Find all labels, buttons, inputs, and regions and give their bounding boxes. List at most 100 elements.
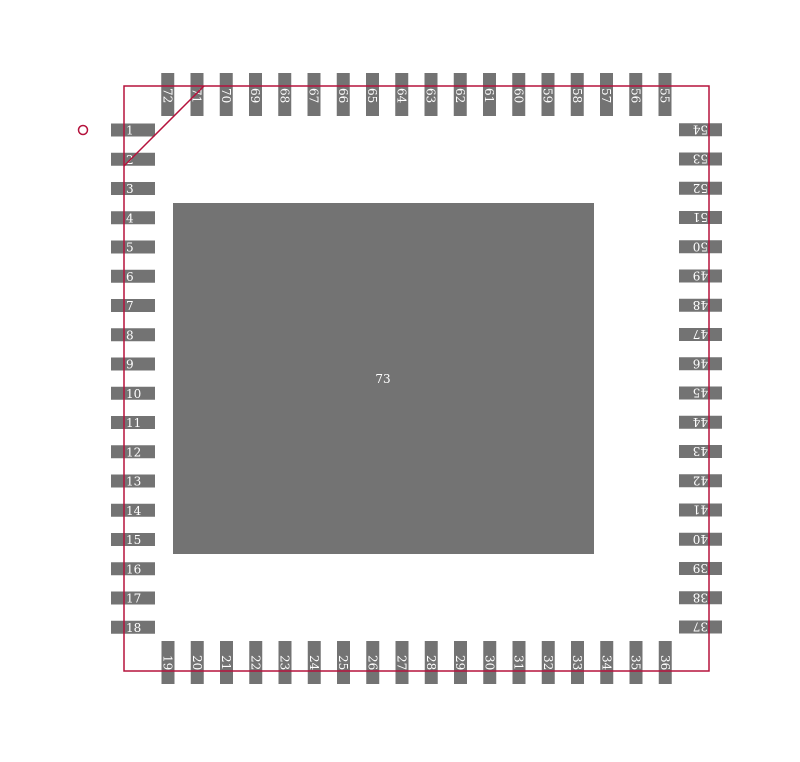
pin-label-32: 32 xyxy=(541,655,555,670)
pin-label-28: 28 xyxy=(424,655,438,670)
thermal-pad xyxy=(173,203,594,554)
pad-10 xyxy=(111,386,155,400)
pin-label-53: 53 xyxy=(693,152,708,166)
pad-31 xyxy=(512,641,526,684)
pin-label-18: 18 xyxy=(126,621,141,635)
pad-70 xyxy=(219,73,233,116)
thermal-pad-label: 73 xyxy=(375,372,390,386)
pad-27 xyxy=(395,641,409,684)
pad-26 xyxy=(366,641,380,684)
pin-label-21: 21 xyxy=(219,655,233,670)
package-outline-rect xyxy=(123,85,710,672)
pad-8 xyxy=(111,328,155,342)
pin-label-57: 57 xyxy=(599,88,613,103)
pin-label-60: 60 xyxy=(511,88,525,103)
pin-label-42: 42 xyxy=(693,473,708,487)
pin-label-50: 50 xyxy=(693,239,708,253)
pin-label-39: 39 xyxy=(693,561,708,575)
pad-48 xyxy=(679,298,722,312)
pad-45 xyxy=(679,386,722,400)
pad-33 xyxy=(571,641,584,684)
pin-label-29: 29 xyxy=(453,655,467,670)
pin-label-24: 24 xyxy=(307,655,321,671)
pad-30 xyxy=(483,641,497,684)
pad-16 xyxy=(111,562,155,576)
pin-label-47: 47 xyxy=(693,327,708,341)
pad-4 xyxy=(111,211,155,225)
pin-label-1: 1 xyxy=(126,124,134,138)
pad-22 xyxy=(249,641,263,684)
pad-36 xyxy=(658,641,672,684)
pin-label-52: 52 xyxy=(693,181,708,195)
pad-25 xyxy=(337,641,350,684)
pin-label-9: 9 xyxy=(126,358,134,372)
pin-label-40: 40 xyxy=(693,532,708,546)
pad-40 xyxy=(679,532,722,546)
pin-label-20: 20 xyxy=(190,655,204,670)
pad-18 xyxy=(111,620,155,634)
pin1-marker-icon xyxy=(77,124,89,136)
pad-44 xyxy=(679,415,722,429)
pin1-bevel-line xyxy=(123,85,205,167)
pad-59 xyxy=(541,73,555,116)
pin-label-8: 8 xyxy=(126,328,134,342)
pin-label-37: 37 xyxy=(693,620,708,634)
pad-69 xyxy=(249,73,262,116)
pad-14 xyxy=(111,503,155,517)
pad-12 xyxy=(111,445,155,459)
pad-37 xyxy=(679,620,722,634)
pin-label-22: 22 xyxy=(248,655,262,670)
pads-layer xyxy=(111,73,722,684)
pin-label-26: 26 xyxy=(365,655,379,670)
pin-label-67: 67 xyxy=(307,88,321,103)
pin-label-4: 4 xyxy=(126,211,134,225)
pad-39 xyxy=(679,562,722,575)
pad-49 xyxy=(679,269,722,283)
pin-label-31: 31 xyxy=(512,655,526,670)
pin-label-55: 55 xyxy=(658,88,672,103)
pad-60 xyxy=(512,73,526,116)
pad-42 xyxy=(679,474,722,488)
pin-label-64: 64 xyxy=(394,88,408,104)
pad-66 xyxy=(336,73,350,116)
pad-1 xyxy=(111,123,155,137)
pin-label-11: 11 xyxy=(126,416,141,430)
pin-label-38: 38 xyxy=(693,590,708,604)
pin-label-51: 51 xyxy=(693,210,708,224)
pad-65 xyxy=(366,73,379,116)
pad-43 xyxy=(679,445,722,458)
pad-61 xyxy=(483,73,496,116)
pad-41 xyxy=(679,503,722,517)
pad-9 xyxy=(111,357,155,371)
pad-58 xyxy=(570,73,584,116)
pad-52 xyxy=(679,181,722,195)
pad-55 xyxy=(658,73,672,116)
pad-53 xyxy=(679,152,722,166)
pad-23 xyxy=(278,641,292,684)
pin-label-69: 69 xyxy=(248,88,262,103)
pad-29 xyxy=(454,641,467,684)
pin-label-15: 15 xyxy=(126,533,141,547)
pin-label-58: 58 xyxy=(570,88,584,103)
pin-label-36: 36 xyxy=(658,655,672,670)
pad-2 xyxy=(111,152,155,166)
pin-label-12: 12 xyxy=(126,445,141,459)
pin-label-61: 61 xyxy=(482,88,496,103)
pin-label-63: 63 xyxy=(424,88,438,103)
pin-label-13: 13 xyxy=(126,475,141,489)
pin-label-45: 45 xyxy=(693,386,708,400)
pin-label-6: 6 xyxy=(126,270,134,284)
pad-47 xyxy=(679,328,722,341)
pad-64 xyxy=(395,73,409,116)
pad-28 xyxy=(424,641,438,684)
pin-label-65: 65 xyxy=(365,88,379,103)
pad-17 xyxy=(111,591,155,605)
pad-72 xyxy=(161,73,175,116)
pad-34 xyxy=(600,641,614,684)
pin-label-49: 49 xyxy=(693,269,708,283)
pin-label-43: 43 xyxy=(693,444,708,458)
pin-label-16: 16 xyxy=(126,562,141,576)
pin-label-48: 48 xyxy=(693,298,708,312)
pad-19 xyxy=(161,641,175,684)
